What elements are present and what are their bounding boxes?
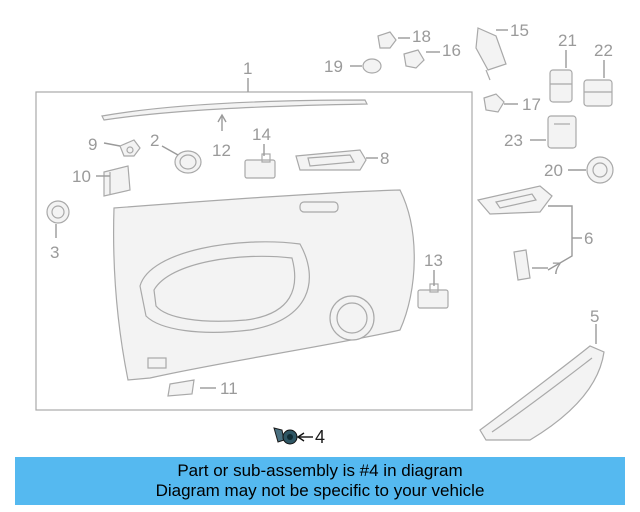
pull-handle-part-6	[476, 185, 553, 215]
switch-part-13	[417, 283, 449, 309]
clip-part-18	[377, 31, 397, 49]
switch-part-14	[244, 153, 276, 179]
callout-21[interactable]: 21	[558, 31, 577, 50]
nut-part-16	[403, 49, 425, 69]
callout-20[interactable]: 20	[544, 161, 563, 180]
bracket-part-7	[513, 249, 531, 281]
switch-part-23	[547, 115, 577, 149]
nut-part-17	[483, 93, 505, 113]
callout-16[interactable]: 16	[442, 41, 461, 60]
callout-22[interactable]: 22	[594, 41, 613, 60]
clip-part-9	[119, 139, 141, 157]
mirror-cover-part-15	[475, 27, 507, 81]
banner-line-2: Diagram may not be specific to your vehi…	[155, 481, 485, 500]
callout-17[interactable]: 17	[522, 95, 541, 114]
door-panel-frame	[35, 91, 473, 411]
callout-13[interactable]: 13	[424, 251, 443, 270]
banner-line-1: Part or sub-assembly is #4 in diagram	[177, 461, 463, 480]
callout-1[interactable]: 1	[243, 59, 252, 78]
callout-18[interactable]: 18	[412, 27, 431, 46]
pushpin-part-3	[46, 200, 70, 224]
callout-12[interactable]: 12	[212, 141, 231, 160]
callout-9[interactable]: 9	[88, 135, 97, 154]
armrest-trim-part-5	[479, 345, 605, 441]
belt-molding-strip	[101, 99, 368, 121]
callout-14[interactable]: 14	[252, 125, 271, 144]
bracket-part-10	[103, 165, 131, 197]
callout-10[interactable]: 10	[72, 167, 91, 186]
callout-19[interactable]: 19	[324, 57, 343, 76]
speaker-part-20	[586, 156, 614, 184]
door-trim-panel	[113, 189, 415, 381]
callout-5[interactable]: 5	[590, 307, 599, 326]
callout-6[interactable]: 6	[584, 229, 593, 248]
inside-handle-part-8	[295, 149, 367, 171]
plug-part-19	[362, 58, 382, 74]
grommet-part-2	[174, 150, 202, 174]
callout-11[interactable]: 11	[220, 379, 238, 398]
switch-part-22	[583, 79, 613, 107]
callout-4[interactable]: 4	[315, 427, 325, 447]
cap-part-11	[167, 379, 195, 397]
callout-3[interactable]: 3	[50, 243, 59, 262]
callout-2[interactable]: 2	[150, 131, 159, 150]
callout-7[interactable]: 7	[552, 259, 561, 278]
callout-8[interactable]: 8	[380, 149, 389, 168]
callout-23[interactable]: 23	[504, 131, 523, 150]
screw-part-4	[273, 427, 298, 445]
switch-part-21	[549, 69, 573, 103]
callout-15[interactable]: 15	[510, 21, 529, 40]
info-banner: Part or sub-assembly is #4 in diagram Di…	[15, 457, 625, 505]
